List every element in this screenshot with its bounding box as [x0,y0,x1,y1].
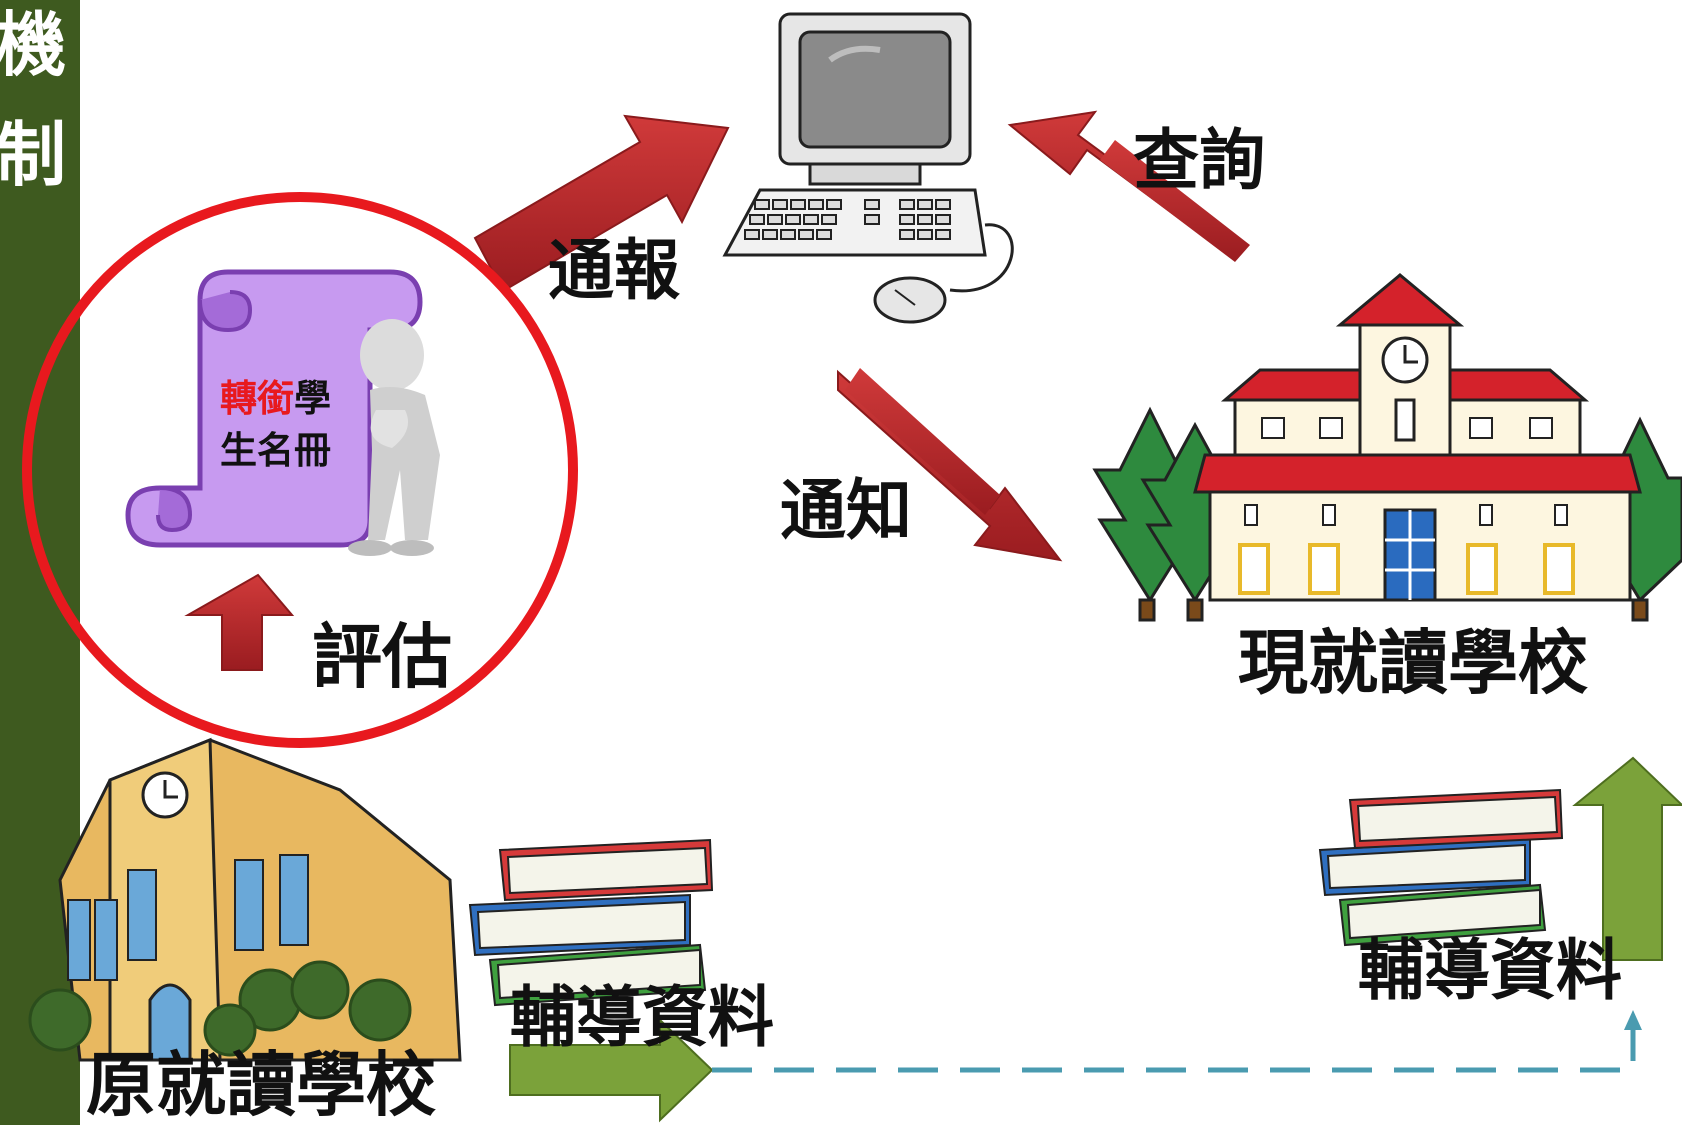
sidebar: 機 制 [0,0,80,1125]
report-arrow [473,114,730,293]
books-right-icon [1318,788,1564,947]
scroll-icon [125,269,423,548]
scroll-text-normal: 學 [294,377,331,420]
original-school-label: 原就讀學校 [86,1044,436,1126]
scroll-text-line2: 生名冊 [220,429,331,472]
sidebar-char-2: 制 [0,114,66,196]
notify-label: 通知 [780,472,912,549]
green-up-arrow [1572,756,1682,961]
current-school-label: 現就讀學校 [1238,622,1588,704]
thinking-person-icon [348,319,440,556]
report-label: 通報 [548,232,680,309]
assess-arrow [184,573,295,671]
counsel-data-right-label: 輔導資料 [1358,932,1622,1009]
counsel-data-left-label: 輔導資料 [510,979,774,1056]
sidebar-char-1: 機 [0,4,66,86]
green-right-arrow [509,1017,714,1123]
dashed-connector [712,1010,1642,1073]
computer-icon [722,12,1014,324]
current-school-icon [1092,273,1682,622]
scroll-text-line1: 轉銜學 [220,380,331,417]
notify-arrow [837,368,1063,562]
query-label: 查詢 [1133,122,1265,199]
books-left-icon [468,838,714,1007]
scroll-text-highlight: 轉銜 [220,377,294,420]
highlight-circle [22,192,578,748]
query-arrow [1007,110,1250,262]
original-school-icon [28,737,462,1062]
assess-label: 評估 [312,616,452,698]
